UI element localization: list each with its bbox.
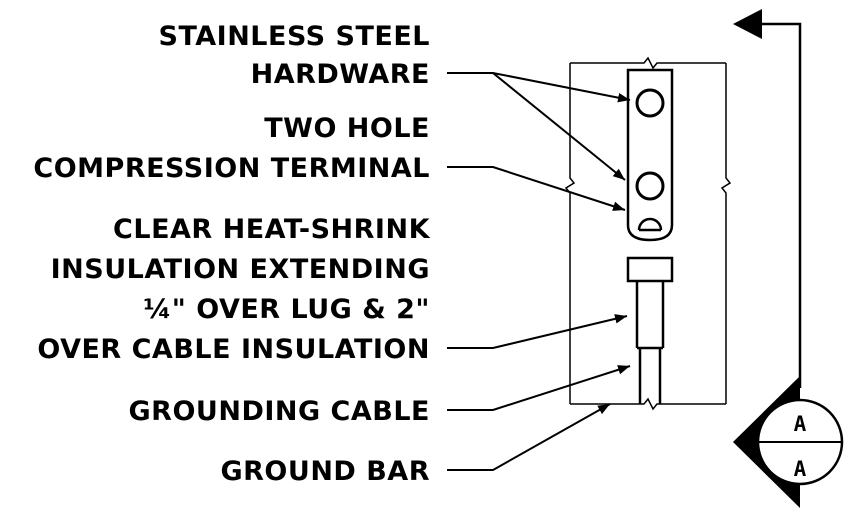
label-heat-shrink-line1: CLEAR HEAT-SHRINK bbox=[113, 214, 431, 245]
label-heat-shrink-line4: OVER CABLE INSULATION bbox=[37, 334, 430, 365]
heat-shrink-band bbox=[626, 256, 674, 283]
section-line bbox=[760, 22, 802, 388]
ground-bar-right-edge bbox=[720, 63, 732, 404]
section-marker-bottom: A bbox=[794, 457, 807, 481]
terminal-bolt-hole-top bbox=[635, 88, 665, 118]
leader-ground-bar bbox=[447, 403, 611, 471]
leader-hardware-bottom bbox=[492, 72, 626, 181]
label-terminal-line2: COMPRESSION TERMINAL bbox=[33, 153, 430, 184]
grounding-cable bbox=[638, 348, 662, 404]
label-grounding-cable: GROUNDING CABLE bbox=[129, 396, 430, 427]
leader-cable bbox=[447, 365, 631, 411]
terminal-body bbox=[626, 68, 674, 242]
label-hardware-line2: HARDWARE bbox=[251, 59, 430, 90]
leader-heat-shrink bbox=[447, 314, 628, 349]
terminal-bolt-hole-bottom bbox=[635, 171, 665, 201]
ground-bar-top-edge bbox=[570, 56, 726, 70]
leader-lines bbox=[447, 72, 631, 471]
label-heat-shrink-line2: INSULATION EXTENDING bbox=[51, 254, 430, 285]
label-terminal-line1: TWO HOLE bbox=[264, 113, 430, 144]
label-terminal: TWO HOLE COMPRESSION TERMINAL bbox=[33, 113, 430, 184]
leader-terminal bbox=[447, 166, 626, 211]
ground-bar-bottom-edge bbox=[570, 397, 726, 411]
label-hardware: STAINLESS STEEL HARDWARE bbox=[159, 21, 431, 90]
label-hardware-line1: STAINLESS STEEL bbox=[159, 21, 431, 52]
section-cut-line bbox=[733, 9, 802, 388]
section-arrow-icon bbox=[733, 9, 762, 39]
ground-bar-left-edge bbox=[564, 63, 576, 404]
compression-terminal bbox=[626, 68, 674, 242]
terminal-barrel-arc bbox=[637, 217, 663, 231]
heat-shrink-sleeve bbox=[626, 256, 674, 350]
ground-bar-outline bbox=[564, 56, 732, 411]
label-heat-shrink: CLEAR HEAT-SHRINK INSULATION EXTENDING ¼… bbox=[37, 214, 430, 365]
leader-hardware-top bbox=[447, 72, 631, 103]
section-marker: A A bbox=[733, 376, 844, 508]
label-ground-bar: GROUND BAR bbox=[220, 456, 430, 487]
section-marker-top: A bbox=[794, 412, 807, 436]
label-heat-shrink-line3: ¼" OVER LUG & 2" bbox=[143, 294, 430, 325]
